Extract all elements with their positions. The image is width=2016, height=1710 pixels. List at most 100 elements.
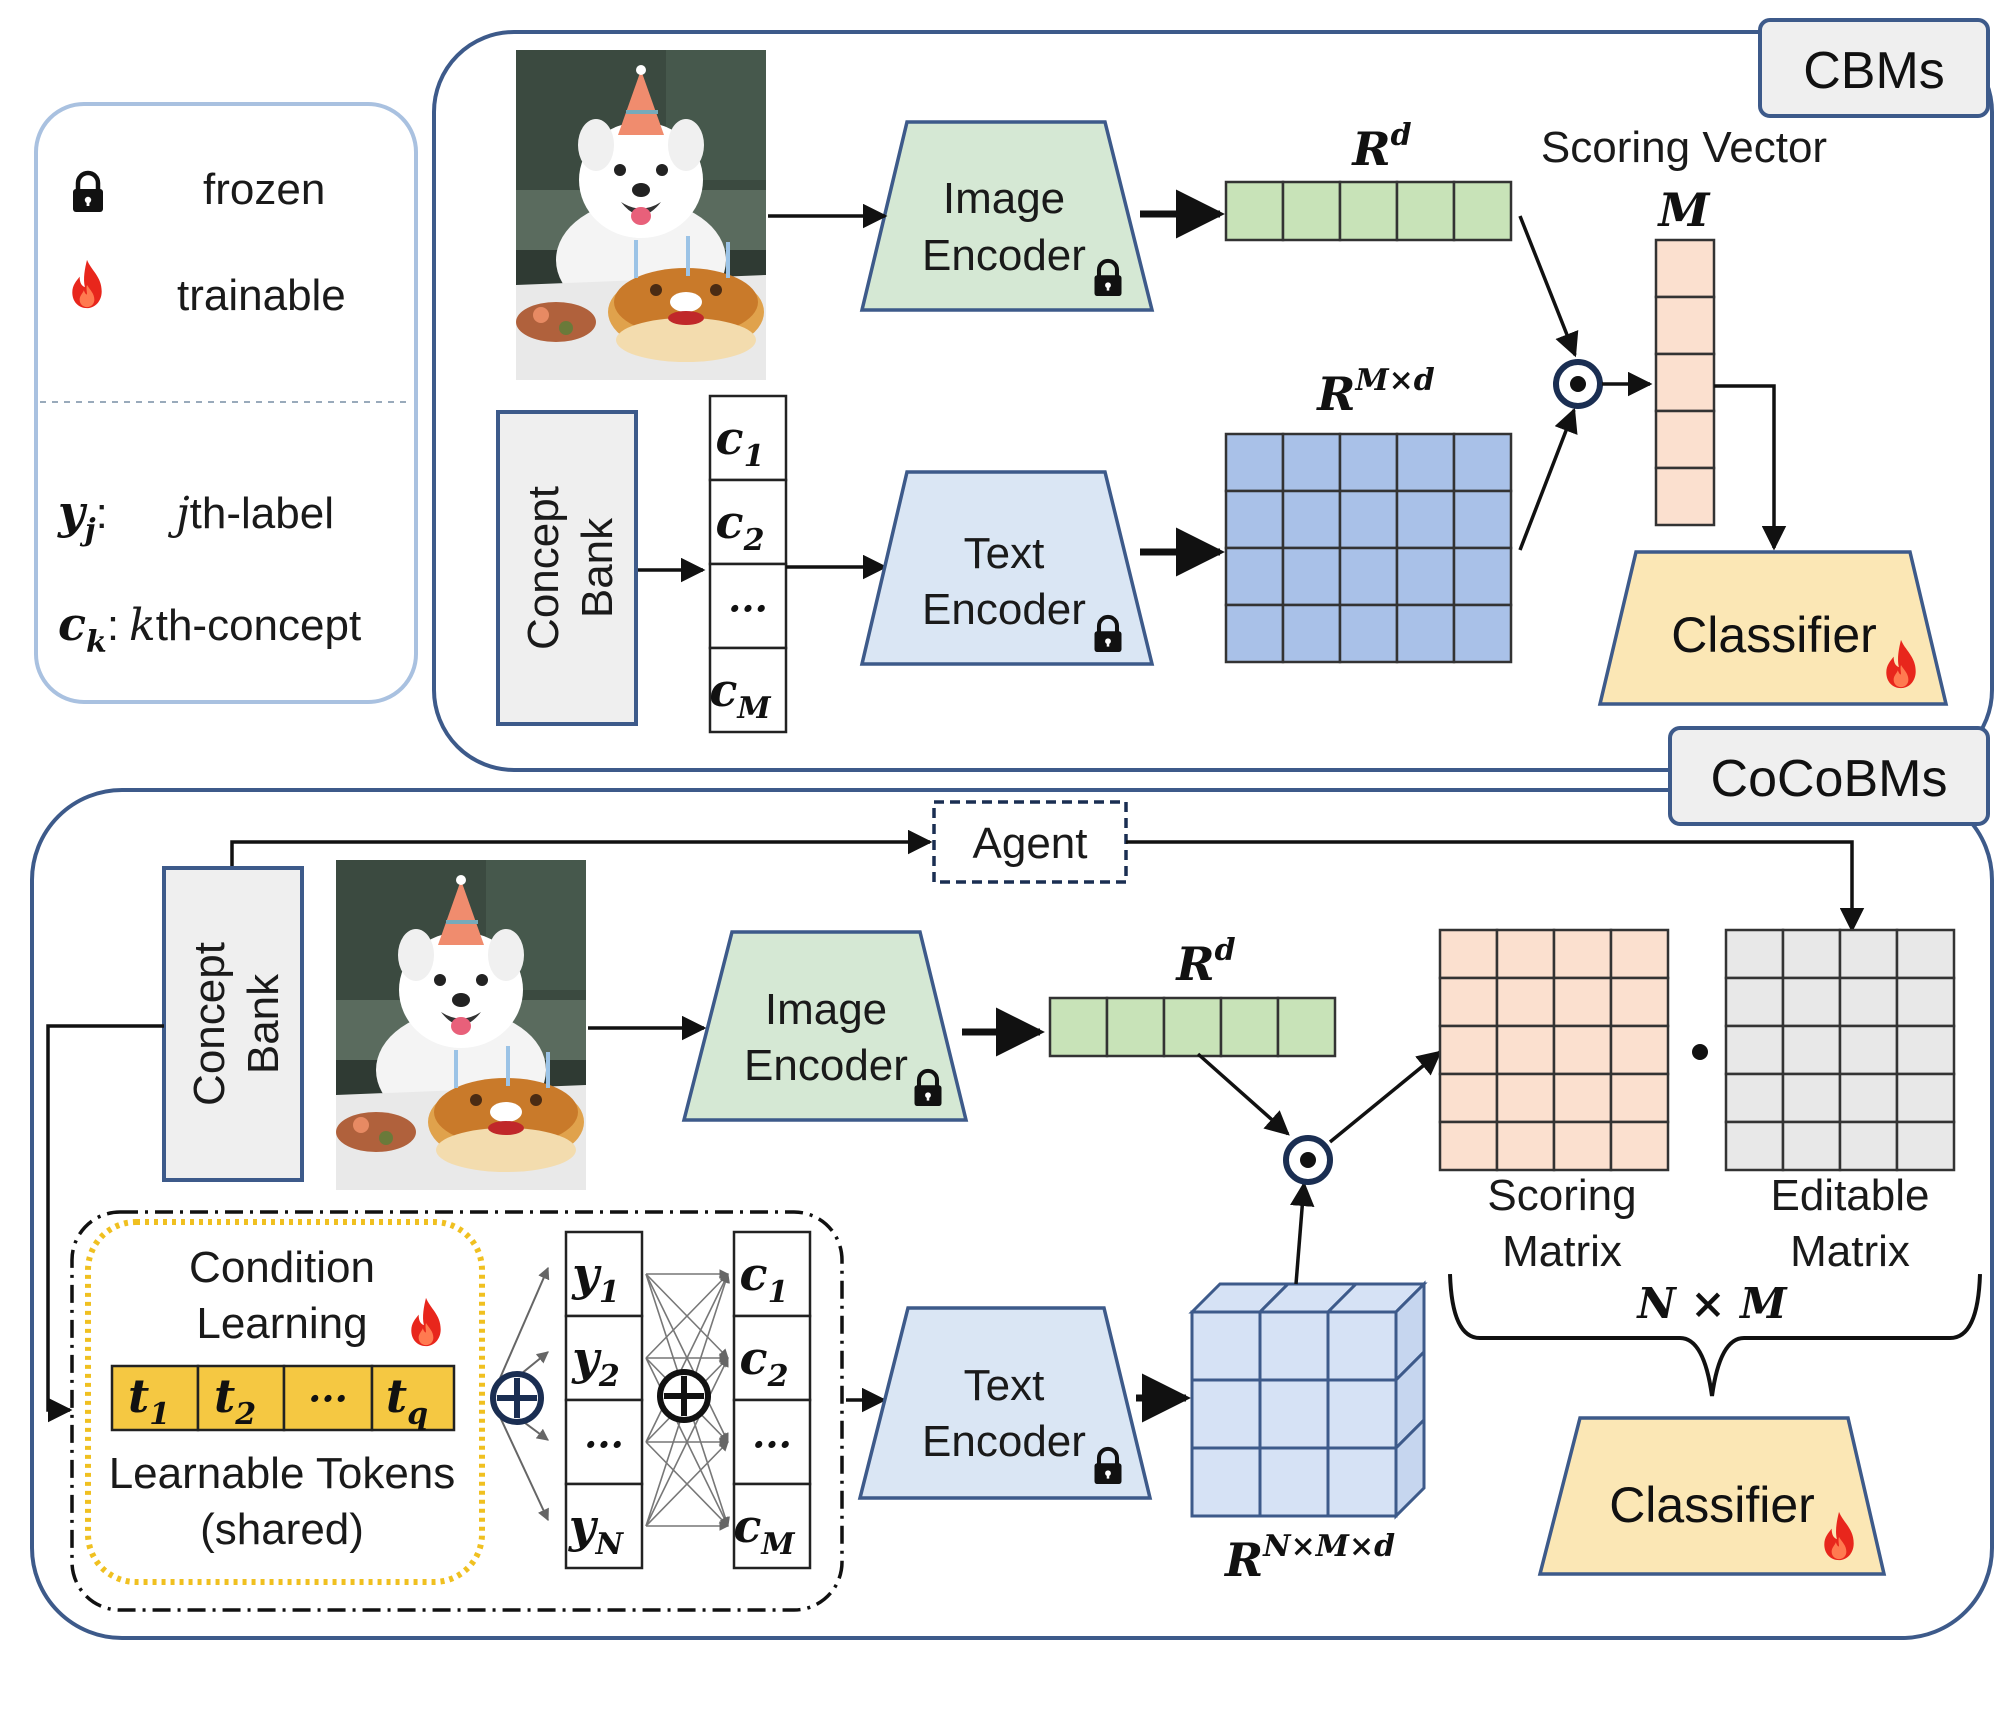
matrix-cell [1724, 1024, 1785, 1076]
list-cell [564, 1230, 644, 1318]
vector-cell [1338, 180, 1399, 242]
matrix-cell [1609, 1072, 1670, 1124]
cocobms-bank-to-condition-arrow [46, 1024, 164, 1423]
vector-cell [1452, 180, 1513, 242]
cocobms-rd-to-dot-arrow [1196, 1052, 1290, 1136]
vector-cell [1162, 996, 1223, 1058]
cocobms-matrix-dot-icon [1692, 1044, 1708, 1060]
matrix-cell [1895, 976, 1956, 1028]
matrix-cell [1338, 489, 1399, 550]
matrix-cell [1224, 432, 1285, 493]
matrix-cell [1452, 603, 1513, 664]
cross-arrow [645, 1357, 729, 1527]
cube-cell [1326, 1446, 1398, 1518]
cocobms-editable-matrix [1724, 928, 1956, 1172]
list-cell-label: y1 [571, 1247, 620, 1310]
matrix-cell [1438, 976, 1499, 1028]
cocobms-classifier-label: Classifier [1609, 1477, 1815, 1533]
cocobms-cube-to-dot-arrow [1290, 1181, 1315, 1285]
vector-cell [1281, 180, 1342, 242]
cocobms-panel: CoCoBMs Agent Concept Bank Image Encoder… [30, 726, 1994, 1640]
cocobms-title: CoCoBMs [1711, 750, 1948, 808]
vector-cell [1224, 180, 1285, 242]
cbms-rd-label: Rd [1350, 118, 1411, 176]
token-cell [282, 1364, 374, 1432]
matrix-cell [1281, 432, 1342, 493]
cocobms-oplus-icon-2 [657, 1369, 711, 1423]
matrix-cell [1338, 546, 1399, 607]
cocobms-concept-bank [162, 866, 304, 1182]
cbms-image-encoder-line2: Encoder [922, 231, 1086, 280]
matrix-cell [1338, 603, 1399, 664]
matrix-cell [1781, 1072, 1842, 1124]
cbms-panel: CBMs Image Encoder Rd Concept Bank c1c2·… [432, 18, 1994, 772]
matrix-cell [1609, 1120, 1670, 1172]
list-cell [708, 646, 788, 734]
vector-cell [1105, 996, 1166, 1058]
matrix-cell [1438, 1072, 1499, 1124]
cbms-m-label: M [1657, 183, 1712, 237]
cbms-title-tab [1758, 18, 1990, 118]
cbms-dog-image [516, 50, 766, 380]
matrix-cell [1781, 1024, 1842, 1076]
list-cell-label: yN [568, 1499, 625, 1562]
cbms-concept-bank-line1: Concept [519, 486, 568, 650]
matrix-cell [1838, 1072, 1899, 1124]
cocobms-rd-label: Rd [1174, 933, 1235, 991]
token-label: ··· [308, 1376, 348, 1421]
cocobms-text-encoder [857, 1306, 1153, 1500]
cocobms-concept-bank-line1: Concept [185, 942, 234, 1106]
matrix-cell [1438, 1120, 1499, 1172]
cocobms-agent-box [932, 800, 1128, 884]
legend-trainable: trainable [177, 271, 346, 320]
list-cell [708, 478, 788, 566]
cocobms-brace [1448, 1273, 1982, 1397]
cube-cell [1190, 1446, 1262, 1518]
matrix-cell [1838, 1120, 1899, 1172]
cube-cell [1190, 1310, 1262, 1382]
matrix-cell [1395, 603, 1456, 664]
cross-arrow [645, 1273, 729, 1359]
cocobms-condition-region [70, 1210, 844, 1612]
matrix-cell [1224, 546, 1285, 607]
matrix-cell [1552, 928, 1613, 980]
cbms-concept-bank [496, 410, 638, 726]
token-cell [196, 1364, 286, 1432]
token-label: tq [386, 1369, 428, 1432]
cocobms-image-encoder-line2: Encoder [744, 1041, 908, 1090]
vector-cell [1048, 996, 1109, 1058]
cbms-rd-to-dot-arrow [1518, 215, 1579, 358]
list-cell [732, 1398, 812, 1486]
legend-concept-item: ck:kth-concept [58, 597, 361, 660]
matrix-cell [1495, 1120, 1556, 1172]
cbms-text-encoder-line1: Text [964, 529, 1045, 578]
matrix-cell [1281, 489, 1342, 550]
cross-arrow [645, 1441, 729, 1527]
matrix-cell [1224, 489, 1285, 550]
token-label: t1 [128, 1369, 170, 1432]
cbms-rmd-label: RM×d [1315, 363, 1435, 421]
flame-icon [411, 1297, 441, 1347]
cbms-rmd-to-dot-arrow [1518, 407, 1578, 551]
matrix-cell [1895, 928, 1956, 980]
cbms-vector-to-classifier-arrow [1714, 384, 1787, 551]
list-cell-label: ··· [728, 586, 768, 631]
cbms-scoring-vector [1654, 238, 1716, 527]
list-cell-label: cM [709, 663, 771, 726]
matrix-cell [1838, 928, 1899, 980]
matrix-cell [1495, 1072, 1556, 1124]
cocobms-editable-matrix-line1: Editable [1770, 1171, 1929, 1220]
cocobms-learnable-tokens-line2: (shared) [200, 1505, 364, 1554]
matrix-cell [1609, 976, 1670, 1028]
cbms-image-feature-vector [1224, 180, 1513, 242]
cocobms-condition-learning-box [85, 1219, 485, 1585]
cross-arrow [645, 1273, 729, 1443]
cube-cell [1326, 1378, 1398, 1450]
vector-cell [1654, 238, 1716, 299]
cbms-classifier [1597, 550, 1949, 706]
cube-cell [1258, 1310, 1330, 1382]
